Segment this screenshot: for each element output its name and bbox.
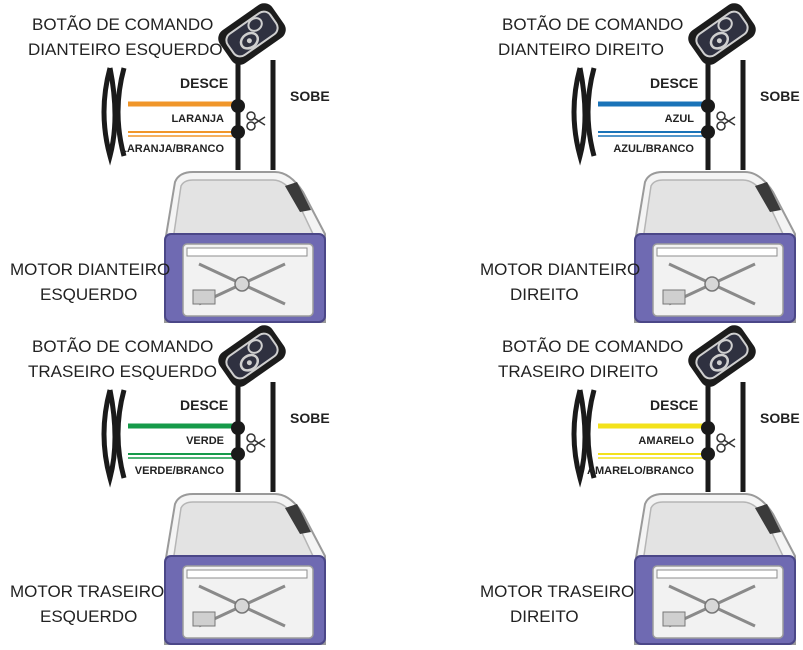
junction-dot	[231, 421, 245, 435]
junction-dot	[701, 99, 715, 113]
wave-break-icon	[101, 389, 118, 488]
button-title: BOTÃO DE COMANDO	[502, 337, 683, 356]
button-title: TRASEIRO ESQUERDO	[28, 362, 217, 381]
label-desce: DESCE	[180, 397, 228, 413]
junction-dot	[231, 99, 245, 113]
label-desce: DESCE	[650, 75, 698, 91]
junction-dot	[701, 447, 715, 461]
wave-break-icon	[115, 67, 127, 157]
wire-stripe-label: VERDE/BRANCO	[135, 465, 225, 477]
motor-title: MOTOR TRASEIRO	[10, 582, 164, 601]
junction-dot	[231, 125, 245, 139]
wire-label: LARANJA	[171, 113, 224, 125]
car-door-icon	[163, 492, 327, 646]
button-title: BOTÃO DE COMANDO	[32, 15, 213, 34]
wave-break-icon	[571, 67, 588, 166]
motor-title: ESQUERDO	[40, 285, 137, 304]
wire-label: AMARELO	[638, 435, 694, 447]
wave-break-icon	[115, 389, 127, 479]
wave-break-icon	[585, 389, 597, 479]
label-sobe: SOBE	[760, 88, 800, 104]
wire-label: AZUL	[665, 113, 695, 125]
button-title: DIANTEIRO ESQUERDO	[28, 40, 223, 59]
scissors-icon	[246, 433, 266, 453]
wire-stripe-label: LARANJA/BRANCO	[120, 143, 224, 155]
scissors-icon	[716, 111, 736, 131]
label-sobe: SOBE	[290, 88, 330, 104]
wave-break-icon	[101, 67, 118, 166]
power-window-switch-icon	[213, 0, 291, 70]
wire-label: VERDE	[186, 435, 224, 447]
motor-title: ESQUERDO	[40, 607, 137, 626]
button-title: BOTÃO DE COMANDO	[32, 337, 213, 356]
wave-break-icon	[571, 389, 588, 488]
wiring-panel-1: BOTÃO DE COMANDO DIANTEIRO ESQUERDO DESCE S…	[10, 0, 330, 324]
scissors-icon	[716, 433, 736, 453]
wire-stripe-label: AMARELO/BRANCO	[587, 465, 694, 477]
wiring-panel-2: BOTÃO DE COMANDO DIANTEIRO DIREITO DESCE SO…	[480, 0, 800, 324]
label-desce: DESCE	[180, 75, 228, 91]
label-desce: DESCE	[650, 397, 698, 413]
wiring-panel-4: BOTÃO DE COMANDO TRASEIRO DIREITO DESCE SOB…	[480, 320, 800, 646]
label-sobe: SOBE	[760, 410, 800, 426]
motor-title: MOTOR TRASEIRO	[480, 582, 634, 601]
motor-title: MOTOR DIANTEIRO	[480, 260, 640, 279]
junction-dot	[231, 447, 245, 461]
car-door-icon	[633, 492, 797, 646]
motor-title: MOTOR DIANTEIRO	[10, 260, 170, 279]
scissors-icon	[246, 111, 266, 131]
power-window-switch-icon	[683, 320, 761, 392]
button-title: BOTÃO DE COMANDO	[502, 15, 683, 34]
junction-dot	[701, 125, 715, 139]
motor-title: DIREITO	[510, 607, 579, 626]
label-sobe: SOBE	[290, 410, 330, 426]
junction-dot	[701, 421, 715, 435]
car-door-icon	[633, 170, 797, 324]
power-window-switch-icon	[683, 0, 761, 70]
wiring-panel-3: BOTÃO DE COMANDO TRASEIRO ESQUERDO DESCE SO…	[10, 320, 330, 646]
button-title: DIANTEIRO DIREITO	[498, 40, 664, 59]
motor-title: DIREITO	[510, 285, 579, 304]
wire-stripe-label: AZUL/BRANCO	[613, 143, 694, 155]
button-title: TRASEIRO DIREITO	[498, 362, 658, 381]
wave-break-icon	[585, 67, 597, 157]
power-window-switch-icon	[213, 320, 291, 392]
car-door-icon	[163, 170, 327, 324]
